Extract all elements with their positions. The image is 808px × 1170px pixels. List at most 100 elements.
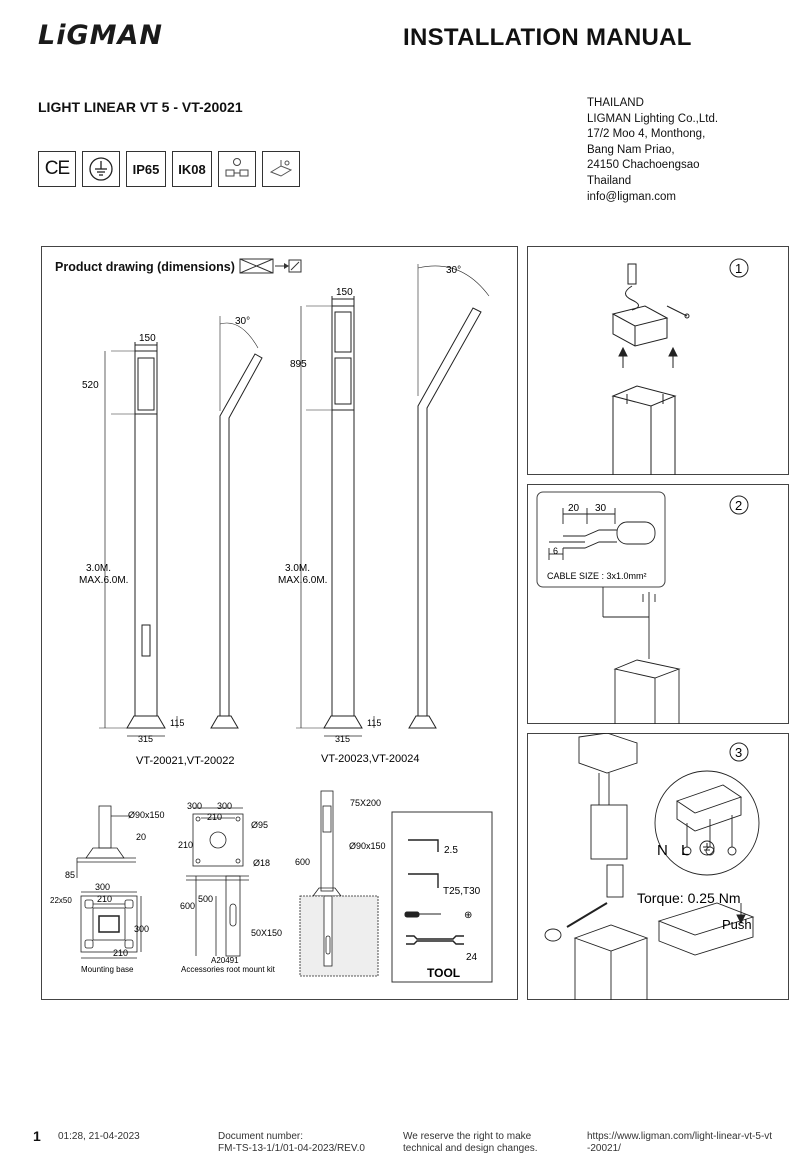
pole-2-side (408, 264, 490, 729)
product-drawing-svg: 150 520 3.0M. MAX.6.0M. 115 315 VT-20021… (50, 258, 493, 983)
tool-torx: T25,T30 (443, 886, 481, 897)
earth-icon (699, 840, 715, 856)
address-line: 24150 Chachoengsao (587, 159, 700, 172)
ik08-icon: IK08 (172, 151, 212, 187)
cable-d20: 20 (568, 503, 580, 514)
wrench-icon (406, 935, 464, 945)
mount-caption: Mounting base (81, 965, 134, 974)
root-w300a: 300 (187, 801, 202, 811)
wire-n-label: N (657, 842, 668, 859)
concrete-depth: 600 (295, 857, 310, 867)
pole-2-height-2: MAX.6.0M. (278, 575, 327, 586)
disclaimer-line: technical and design changes. (403, 1143, 538, 1154)
pole-2-caption: VT-20023,VT-20024 (321, 753, 419, 765)
pole-2-base-w: 315 (335, 734, 350, 744)
pole-2-head: 895 (290, 359, 307, 370)
root-h210: 210 (178, 840, 193, 850)
mount-edge: 85 (65, 870, 75, 880)
footer-document: Document number: FM-TS-13-1/1/01-04-2023… (218, 1131, 365, 1155)
certification-row: CE IP65 IK08 (38, 151, 300, 189)
torque-label: Torque: 0.25 Nm (637, 890, 741, 906)
pole-1-base-w: 315 (138, 734, 153, 744)
product-title: LIGHT LINEAR VT 5 - VT-20021 (38, 99, 243, 115)
root-d95: Ø95 (251, 820, 268, 830)
install-symbol-icon (262, 151, 300, 187)
mount-side210: 210 (113, 948, 128, 958)
tool-box (391, 811, 493, 983)
pole-2-angle: 30° (446, 265, 461, 276)
url-line[interactable]: -20021/ (587, 1143, 621, 1154)
cable-size-label: CABLE SIZE : 3x1.0mm² (547, 571, 647, 581)
step-2-svg: 2 20 30 6 CABLE SIZE : 3x1.0mm² (536, 491, 749, 724)
hex-key-icon (408, 839, 439, 852)
ip65-icon: IP65 (126, 151, 166, 187)
screwdriver-icon (404, 911, 441, 918)
cable-detail-box (536, 491, 666, 588)
root-h500: 500 (198, 894, 213, 904)
root-kit-drawing (186, 807, 249, 957)
tool-wrench: 24 (466, 952, 478, 963)
mount-side300: 300 (134, 924, 149, 934)
step-2-panel (527, 484, 789, 724)
dimension-symbol-icon (239, 258, 302, 274)
step-2-number: 2 (735, 498, 742, 513)
ip-label: IP65 (132, 161, 160, 177)
footer-timestamp: 01:28, 21-04-2023 (58, 1131, 140, 1142)
push-label: Push (722, 917, 752, 932)
step-3-panel (527, 733, 789, 1000)
footer-disclaimer: We reserve the right to make technical a… (403, 1131, 538, 1155)
brand-logo: LiGMAN (38, 20, 163, 51)
pole-2-base-h: 115 (367, 718, 381, 728)
pole-1-side (210, 316, 263, 729)
email-link[interactable]: info@ligman.com (587, 190, 677, 203)
document-title: INSTALLATION MANUAL (403, 24, 692, 51)
drawing-title: Product drawing (dimensions) (55, 260, 235, 274)
root-w210: 210 (207, 812, 222, 822)
doc-number: FM-TS-13-1/1/01-04-2023/REV.0 (218, 1143, 365, 1154)
disclaimer-line: We reserve the right to make (403, 1131, 532, 1142)
root-caption: Accessories root mount kit (181, 965, 276, 974)
company-address: THAILAND LIGMAN Lighting Co.,Ltd. 17/2 M… (587, 96, 718, 205)
step-2-pole-top (602, 587, 681, 724)
pole-2-width: 150 (336, 287, 353, 298)
step-2-circle (729, 495, 749, 515)
address-line: 17/2 Moo 4, Monthong, (587, 128, 706, 141)
url-line[interactable]: https://www.ligman.com/light-linear-vt-5… (587, 1131, 773, 1142)
ce-mark-icon: CE (38, 151, 76, 187)
step-3-number: 3 (735, 745, 742, 760)
step-1-illustration (611, 263, 690, 475)
root-d18: Ø18 (253, 858, 270, 868)
mount-plate-t: 20 (136, 832, 146, 842)
root-w300b: 300 (217, 801, 232, 811)
pole-2-height-1: 3.0M. (285, 563, 310, 574)
pole-1-caption: VT-20021,VT-20022 (136, 755, 234, 767)
pole-1-width: 150 (139, 333, 156, 344)
concrete-foundation (299, 790, 379, 977)
step-1-svg: 1 (611, 258, 749, 475)
pole-1-angle: 30° (235, 316, 250, 327)
step-3-circle (729, 742, 749, 762)
address-line: Thailand (587, 174, 632, 187)
mount-pipe-label: Ø90x150 (128, 810, 165, 820)
doc-label: Document number: (218, 1131, 304, 1142)
cable-d30: 30 (595, 503, 607, 514)
torx-key-icon (408, 873, 439, 888)
mount-w300: 300 (95, 882, 110, 892)
concrete-pipe: Ø90x150 (349, 841, 386, 851)
address-line: LIGMAN Lighting Co.,Ltd. (587, 112, 719, 125)
pole-1-base-h: 115 (170, 718, 184, 728)
cable-d6: 6 (553, 546, 558, 556)
wire-l-label: L (681, 842, 689, 859)
cable-diagram (548, 508, 656, 560)
root-slot: 50X150 (251, 928, 282, 938)
pole-1-front (99, 342, 178, 737)
footer-url[interactable]: https://www.ligman.com/light-linear-vt-5… (587, 1131, 772, 1155)
ik-label: IK08 (178, 161, 206, 177)
root-code: A20491 (211, 956, 239, 965)
driver-symbol-icon (218, 151, 256, 187)
pole-1-head: 520 (82, 380, 99, 391)
page-number: 1 (33, 1128, 41, 1144)
pole-1-height-2: MAX.6.0M. (79, 575, 128, 586)
ce-label: CE (44, 158, 70, 179)
step-3-illustration (544, 733, 760, 1000)
